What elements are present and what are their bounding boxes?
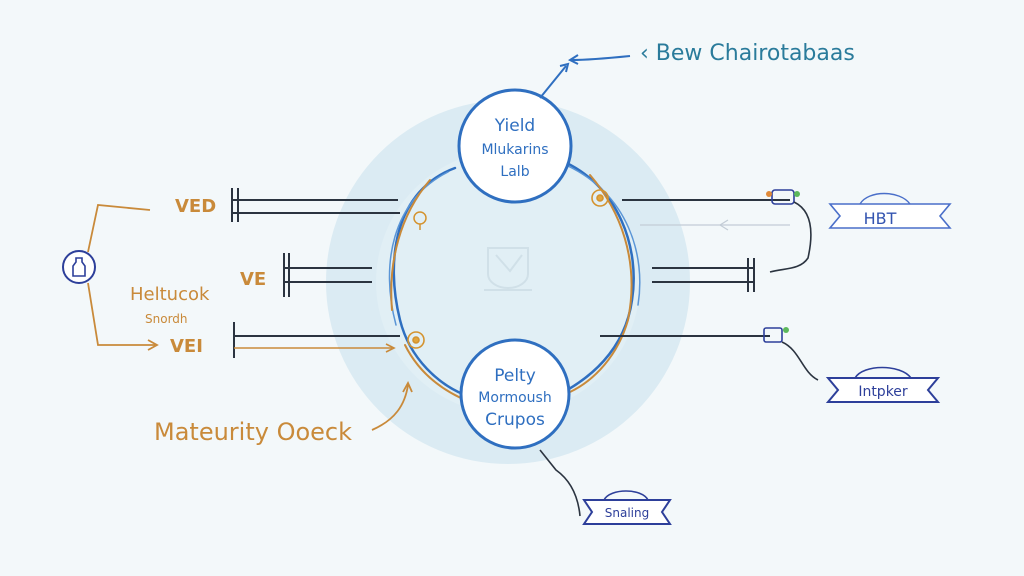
pelty-node-line-1: Pelty	[494, 366, 536, 386]
pelty-node-line-3: Crupos	[485, 410, 545, 430]
bottom-connector	[539, 449, 581, 517]
caption-pointer	[371, 380, 413, 431]
hbt-banner-label: HBT	[864, 209, 897, 228]
side-subtitle: Snordh	[145, 312, 188, 326]
yield-node-line-3: Lalb	[500, 164, 529, 180]
right-connector-2	[781, 341, 819, 381]
cycle-caption: Mateurity Ooeck	[154, 418, 352, 446]
bottle-icon	[62, 250, 96, 284]
row2-lines	[283, 253, 372, 297]
inner-halo	[376, 150, 640, 414]
header-label: ‹ Bew Chairotabaas	[640, 41, 855, 66]
key-icon	[763, 327, 789, 343]
bulb-icon	[413, 211, 427, 230]
left-bracket	[87, 204, 159, 351]
flower-icon	[407, 189, 609, 349]
yield-node-line-2: Mlukarins	[481, 142, 548, 158]
tag-icon	[766, 189, 800, 205]
snaling-banner-label: Snaling	[605, 506, 649, 520]
cup-watermark-icon	[484, 247, 532, 291]
row1-label: VED	[175, 196, 216, 217]
right-connector-1	[769, 201, 812, 273]
intpker-banner-label: Intpker	[858, 384, 908, 400]
hbt-banner[interactable]: HBT	[828, 192, 952, 229]
side-title: Heltucok	[130, 284, 210, 305]
yield-node-line-1: Yield	[494, 116, 535, 136]
row1-lines	[231, 188, 400, 222]
right-row2-lines	[652, 258, 755, 292]
intpker-banner[interactable]: Intpker	[825, 366, 941, 403]
row2-label: VE	[240, 269, 266, 290]
pelty-node[interactable]: Pelty Mormoush Crupos	[459, 338, 571, 450]
snaling-banner[interactable]: Snaling	[582, 490, 672, 525]
row3-lines	[233, 322, 400, 358]
yield-node[interactable]: Yield Mlukarins Lalb	[457, 88, 573, 204]
pelty-node-line-2: Mormoush	[478, 390, 551, 406]
header-arrow	[539, 54, 631, 99]
row3-label: VEI	[170, 336, 203, 357]
right-row1-ghost	[640, 219, 790, 231]
